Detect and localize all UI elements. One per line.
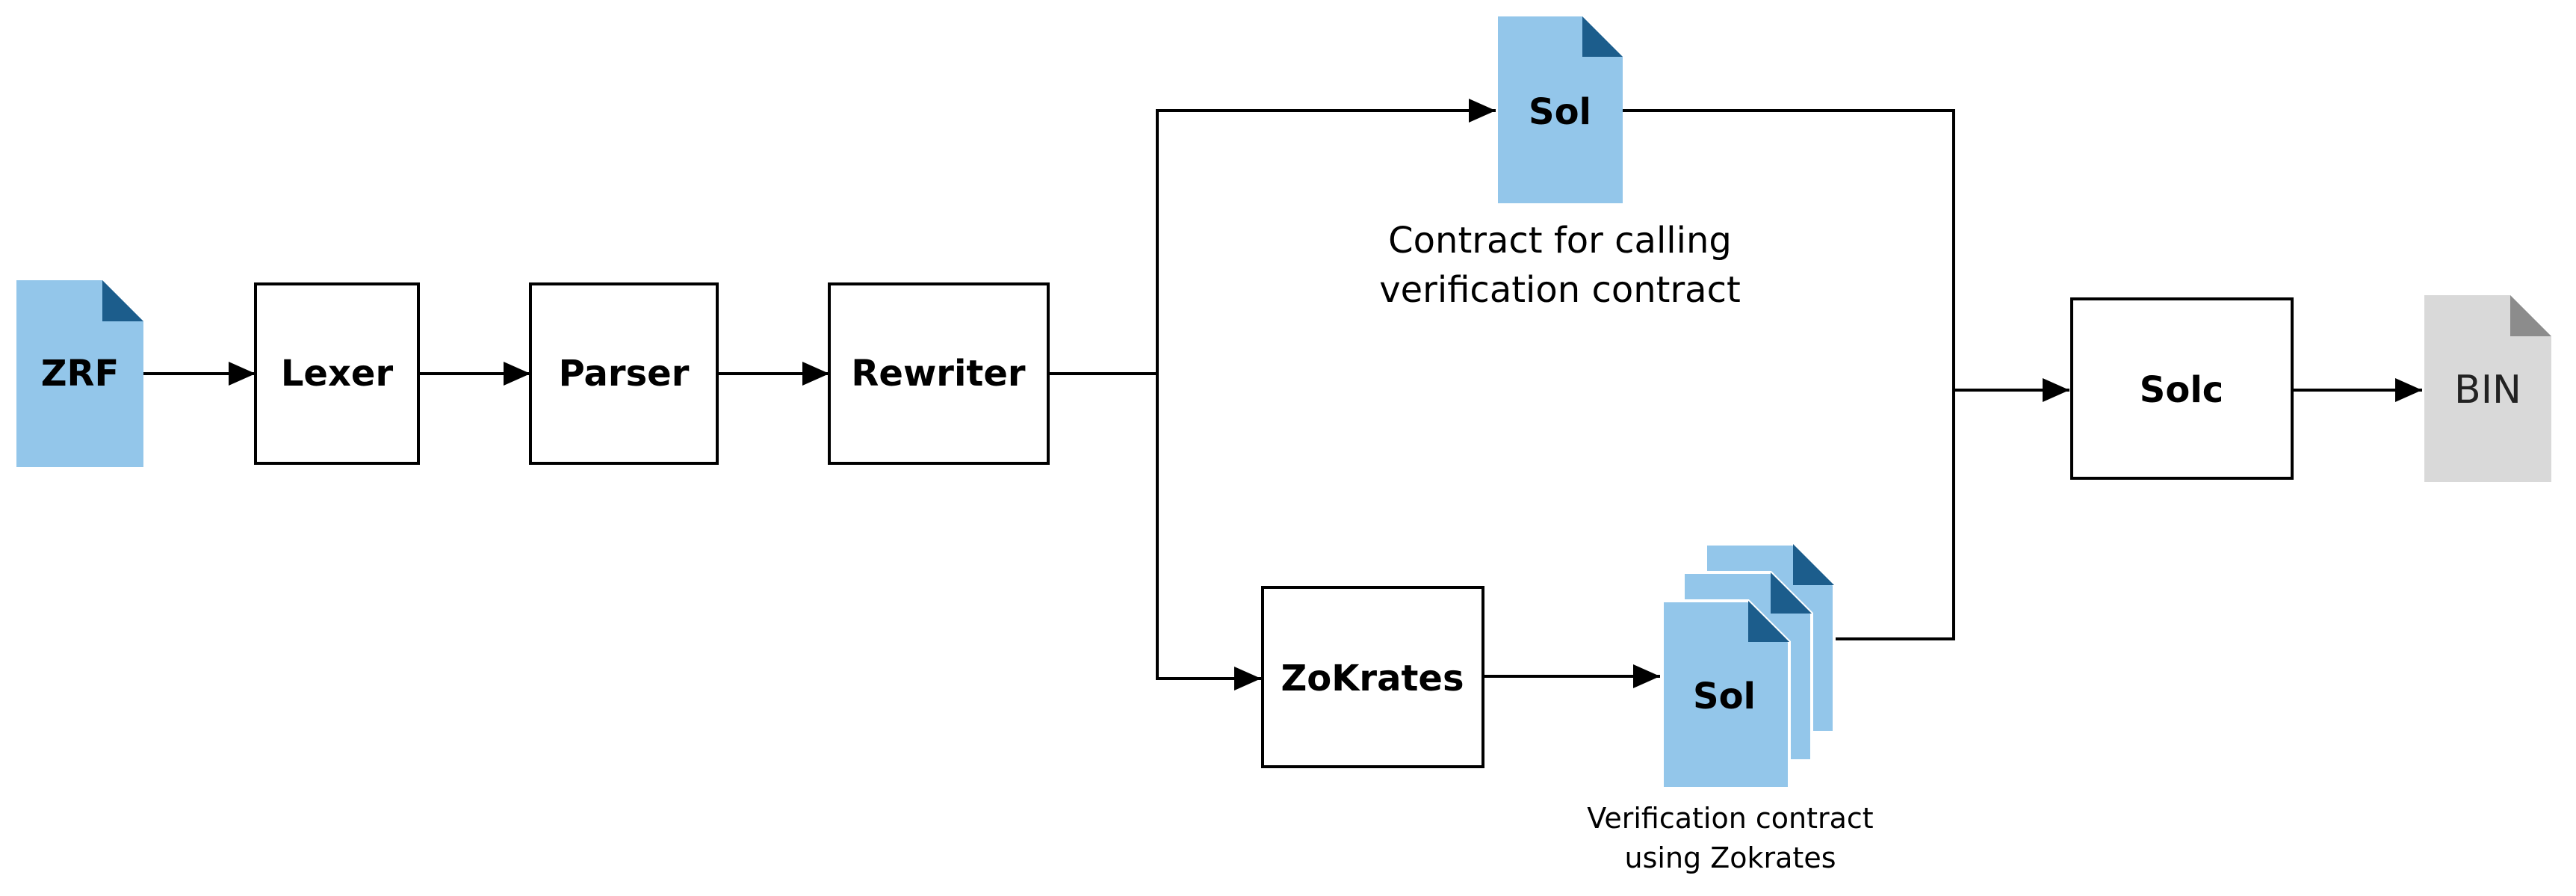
sol-bottom-doc-back-fold	[1793, 544, 1834, 585]
arrow-split-to-sol-top	[1156, 99, 1496, 374]
zrf-label: ZRF	[41, 353, 120, 395]
bin-label: BIN	[2454, 368, 2521, 413]
solc-label: Solc	[2140, 369, 2223, 411]
sol-bottom-document-stack: Sol	[1661, 543, 1836, 790]
sol-bottom-doc-front-fold	[1748, 601, 1789, 642]
zokrates-label: ZoKrates	[1281, 658, 1464, 699]
sol-bottom-doc-middle-fold	[1771, 572, 1812, 614]
sol-top-label: Sol	[1529, 91, 1591, 133]
zrf-document: ZRF	[16, 280, 143, 467]
bin-document: BIN	[2424, 295, 2551, 482]
arrow-split-to-zokrates	[1156, 374, 1261, 690]
rewriter-box: Rewriter	[828, 282, 1050, 465]
zrf-doc-fold	[102, 280, 143, 321]
parser-label: Parser	[559, 353, 690, 395]
connectors	[143, 99, 2422, 690]
line-sol-bottom-to-merge	[1834, 390, 1955, 640]
zrf-doc-body	[16, 280, 143, 467]
bin-doc-body	[2424, 295, 2551, 482]
sol-top-document: Sol	[1498, 16, 1623, 203]
solc-box: Solc	[2070, 297, 2294, 480]
sol-bottom-caption-line2: using Zokrates	[1625, 841, 1836, 874]
sol-bottom-doc-front	[1661, 599, 1791, 790]
sol-bottom-label: Sol	[1693, 676, 1756, 717]
zokrates-box: ZoKrates	[1261, 586, 1484, 768]
sol-bottom-caption-line1: Verification contract	[1587, 802, 1873, 835]
sol-top-caption-line1: Contract for calling	[1388, 220, 1732, 262]
rewriter-label: Rewriter	[851, 353, 1025, 395]
sol-top-doc-body	[1498, 16, 1623, 203]
lexer-box: Lexer	[254, 282, 420, 465]
parser-box: Parser	[529, 282, 719, 465]
lexer-label: Lexer	[281, 353, 394, 395]
line-sol-top-to-merge	[1623, 109, 1955, 390]
sol-top-caption-line2: verification contract	[1379, 269, 1741, 311]
sol-top-doc-fold	[1582, 16, 1623, 57]
bin-doc-fold	[2510, 295, 2551, 336]
